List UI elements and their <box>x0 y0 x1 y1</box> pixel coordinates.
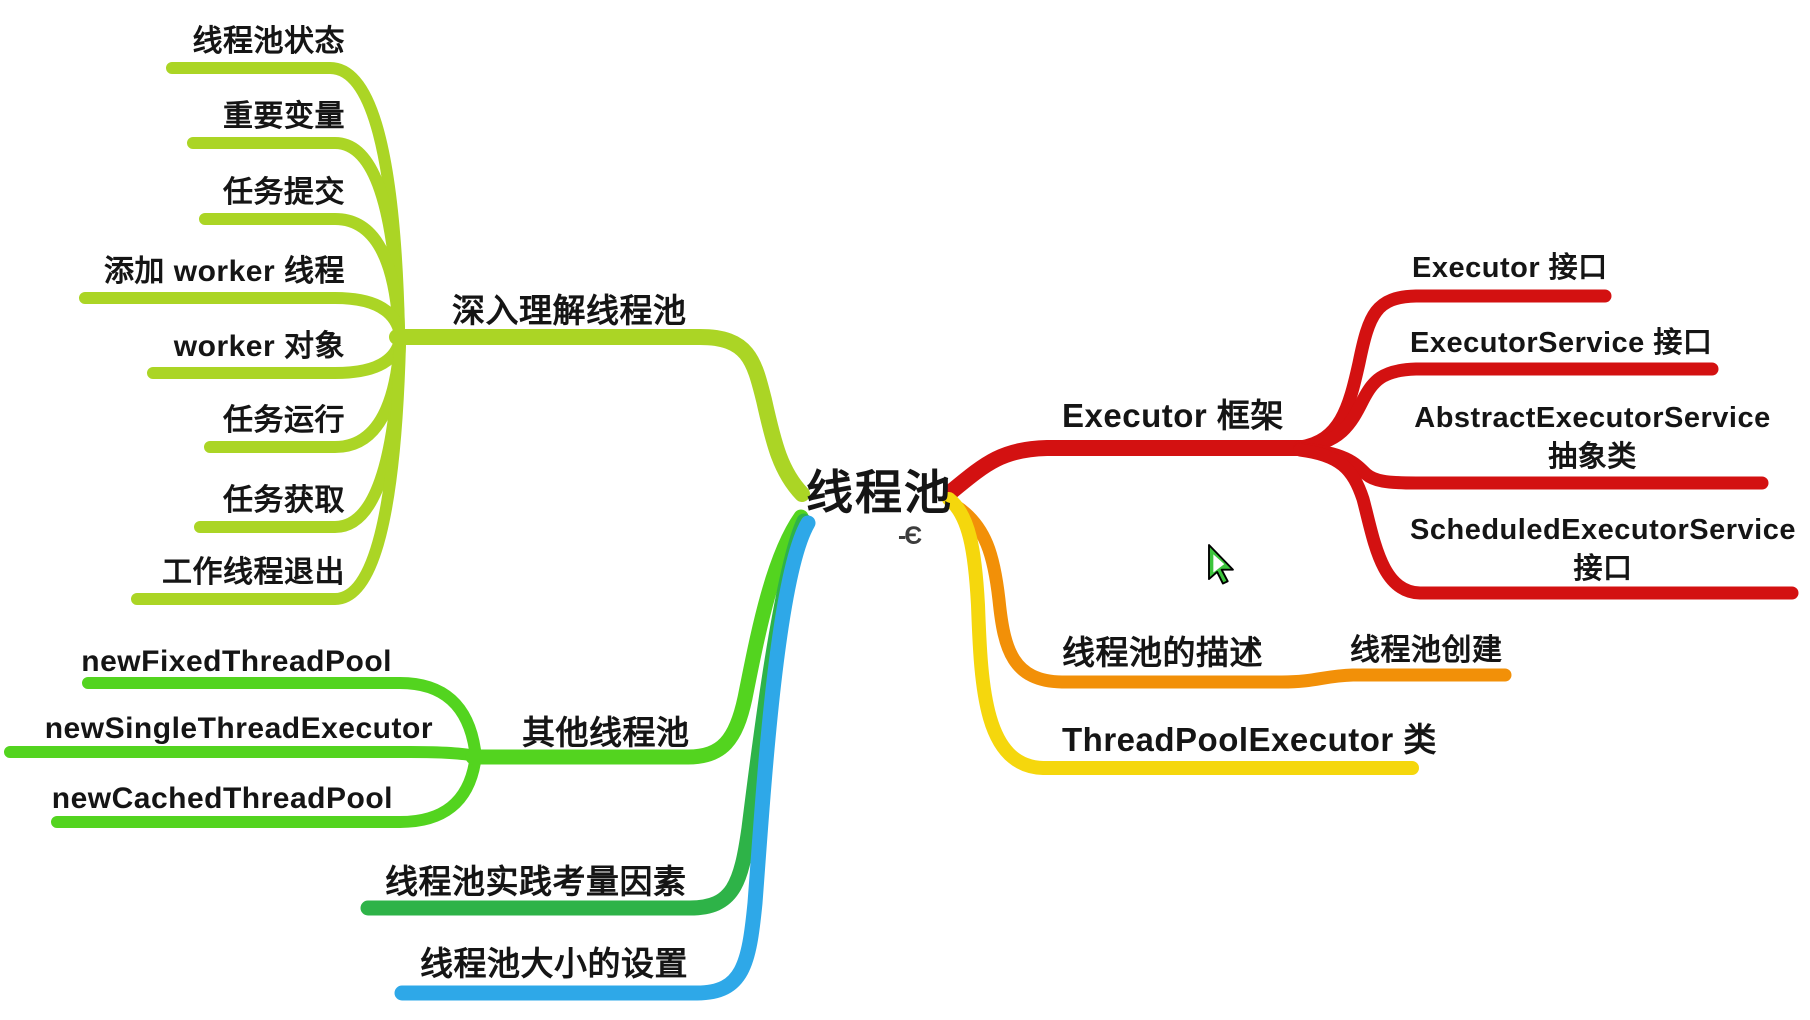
collapse-icon[interactable]: -Є <box>898 522 922 550</box>
node-task-fetch[interactable]: 任务获取 <box>223 484 345 517</box>
node-practice-factors[interactable]: 线程池实践考量因素 <box>385 863 687 900</box>
node-scheduledexecutorservice[interactable]: ScheduledExecutorService 接口 <box>1410 514 1796 586</box>
node-abstractexecutorservice[interactable]: AbstractExecutorService 抽象类 <box>1414 402 1771 474</box>
executor-branch <box>944 289 1799 600</box>
description-branch <box>949 499 1512 689</box>
node-task-run[interactable]: 任务运行 <box>223 404 345 437</box>
other-pools-branch <box>4 509 809 828</box>
green-arrow-cursor <box>1208 544 1234 585</box>
node-task-submit[interactable]: 任务提交 <box>223 176 345 209</box>
node-deep-understanding[interactable]: 深入理解线程池 <box>452 292 687 329</box>
root-topic[interactable]: 线程池 <box>806 466 953 519</box>
node-important-vars[interactable]: 重要变量 <box>223 100 345 133</box>
node-executor-framework[interactable]: Executor 框架 <box>1062 397 1284 434</box>
deep-understanding-branch <box>79 62 810 605</box>
node-executor-interface[interactable]: Executor 接口 <box>1412 252 1608 284</box>
node-executorservice-interface[interactable]: ExecutorService 接口 <box>1410 327 1713 359</box>
node-worker-object[interactable]: worker 对象 <box>173 330 345 363</box>
node-new-fixed[interactable]: newFixedThreadPool <box>81 645 392 678</box>
node-worker-exit[interactable]: 工作线程退出 <box>162 556 345 589</box>
tpe-branch <box>942 492 1419 775</box>
node-add-worker[interactable]: 添加 worker 线程 <box>103 255 345 288</box>
node-new-cached[interactable]: newCachedThreadPool <box>51 782 393 815</box>
node-pool-state[interactable]: 线程池状态 <box>192 25 345 58</box>
size-branch <box>394 515 816 1001</box>
node-pool-description[interactable]: 线程池的描述 <box>1062 634 1263 671</box>
node-other-pools[interactable]: 其他线程池 <box>522 714 690 751</box>
node-pool-creation[interactable]: 线程池创建 <box>1350 634 1503 667</box>
node-new-single[interactable]: newSingleThreadExecutor <box>44 712 433 745</box>
node-threadpoolexecutor[interactable]: ThreadPoolExecutor 类 <box>1062 721 1437 758</box>
node-pool-sizing[interactable]: 线程池大小的设置 <box>420 945 688 982</box>
